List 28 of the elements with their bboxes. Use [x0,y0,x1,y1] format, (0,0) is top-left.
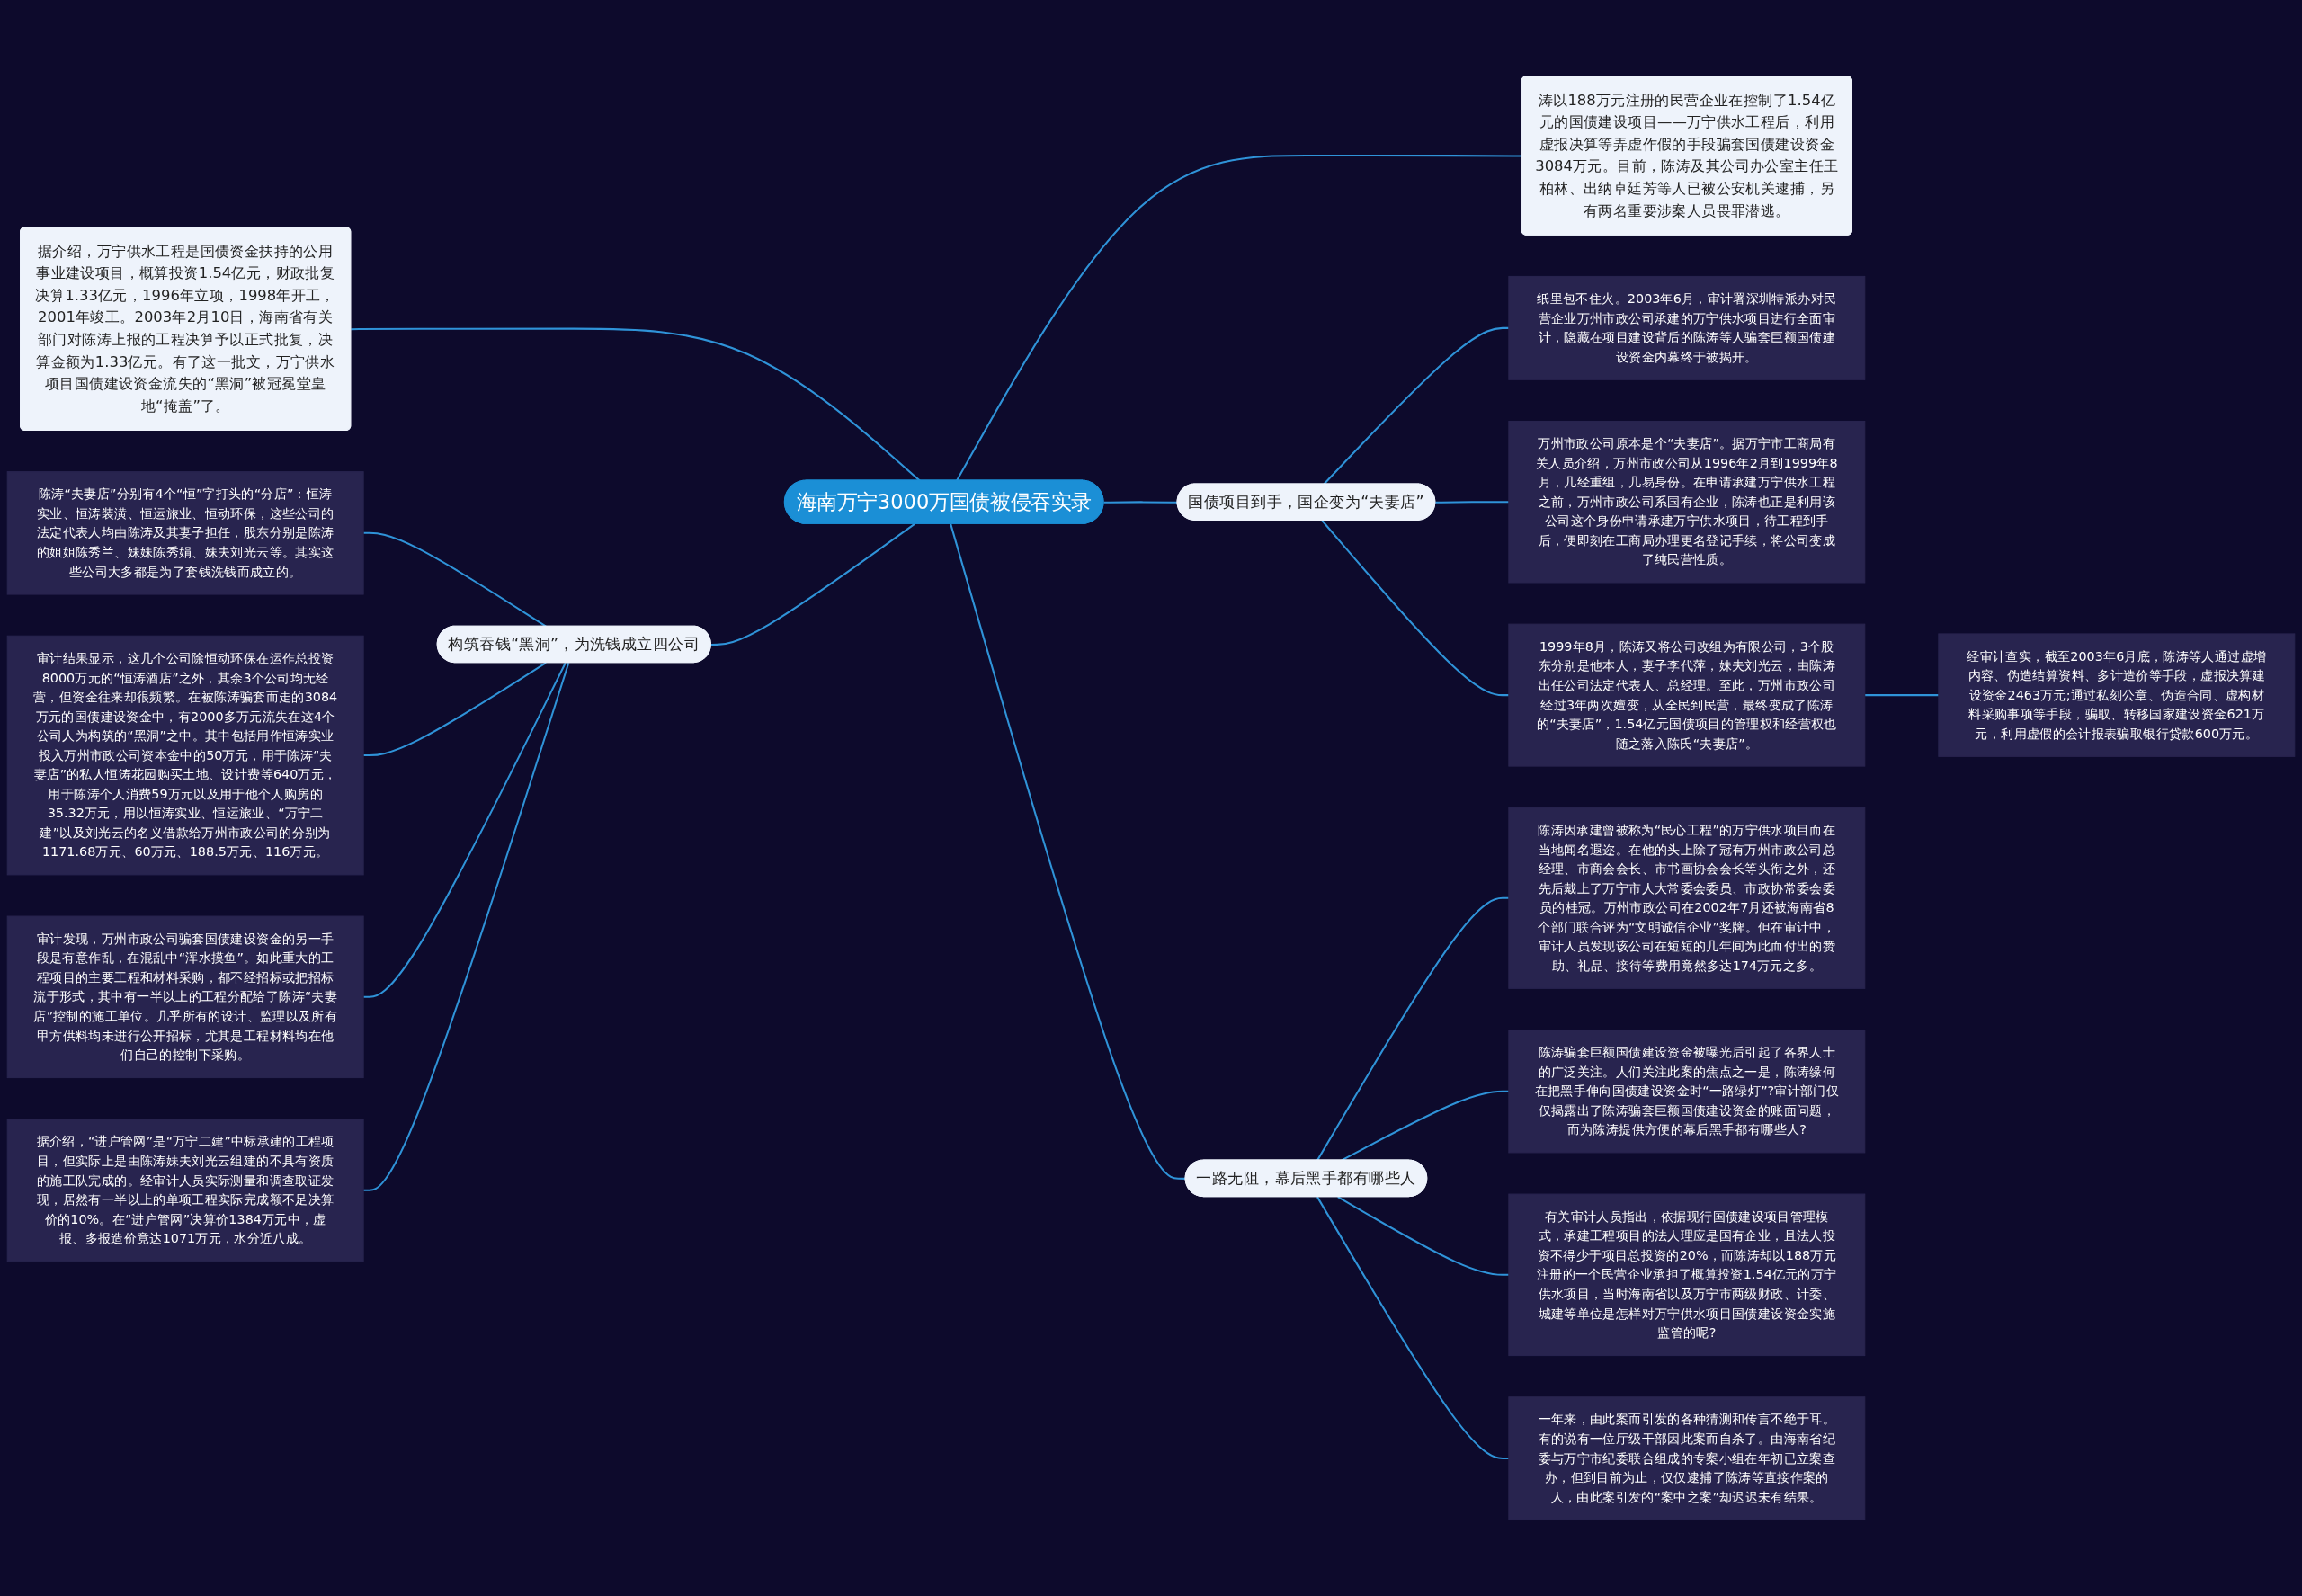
node-box: 据介绍，“进户管网”是“万宁二建”中标承建的工程项目，但实际上是由陈涛妹夫刘光云组建的不具有资质的施工队完成的。经审计人员实际测量和调查取证发现，居然有一半以上的单项工程实际完成额不足决算价的10%。在“进户管网”决算价1384万元中，虚报、多报造价竟达1071万元，水分近八成。 [6,1119,364,1262]
connector [1864,694,1939,697]
connector [363,662,567,998]
connector [1103,501,1178,504]
connector [1316,1196,1509,1459]
node-box: 万州市政公司原本是个“夫妻店”。据万宁市工商局有关人员介绍，万州市政公司从1996年2月到1999年8月，几经重组，几易身份。在申请承建万宁供水工程之前，万州市政公司系国有企业，陈涛也正是利用该公司这个身份申请承建万宁供水项目，待工程到手后，便即刻在工商局办理更名登记手续，将公司变成了纯民营性质。 [1508,420,1866,584]
connector [363,662,547,757]
node-box: 一年来，由此案而引发的各种猜测和传言不绝于耳。有的说有一位厅级干部因此案而自杀了。由海南省纪委与万宁市纪委联合组成的专案小组在年初已立案查办，但到目前为止，仅仅逮捕了陈涛等直接作案的人，由此案引发的“案中之案”却迟迟未有结果。 [1508,1396,1866,1520]
connector [363,662,570,1191]
node-box: 审计结果显示，这几个公司除恒动环保在运作总投资8000万元的“恒涛酒店”之外，其余3个公司均无经营，但资金往来却很频繁。在被陈涛骗套而走的3084万元的国债建设资金中，有2000多万元流失在这4个公司人为构筑的“黑洞”之中。其中包括用作恒涛实业投入万州市政公司资本金中的50万元，用于陈涛“夫妻店”的私人恒涛花园购买土地、设计费等640万元，用于陈涛个人消费59万元以及用于他个人购房的35.32万元，用以恒涛实业、恒运旅业、“万宁二建”以及刘光云的名义借款给万州市政公司的分别为1171.68万元、60万元、188.5万元、116万元。 [6,635,364,876]
node-box: 陈涛因承建曾被称为“民心工程”的万宁供水项目而在当地闻名遐迩。在他的头上除了冠有万州市政公司总经理、市商会会长、市书画协会会长等头衔之外，还先后戴上了万宁市人大常委会委员、市政协常委会委员的桂冠。万州市政公司在2002年7月还被海南省8个部门联合评为“文明诚信企业”奖牌。但在审计中，审计人员发现该公司在短短的几年间为此而付出的赞助、礼品、接待等费用竟然多达174万元之多。 [1508,807,1866,989]
node-box: 经审计查实，截至2003年6月底，陈涛等人通过虚增内容、伪造结算资料、多计造价等手段，虚报决算建设资金2463万元;通过私刻公章、伪造合同、虚构材料采购事项等手段，骗取、转移国家建设资金621万元，利用虚假的会计报表骗取银行贷款600万元。 [1938,633,2296,757]
connector [1337,1196,1509,1276]
connector [1435,501,1509,504]
node-box: 审计发现，万州市政公司骗套国债建设资金的另一手段是有意作乱，在混乱中“浑水摸鱼”。如此重大的工程项目的主要工程和材料采购，都不经招标或把招标流于形式，其中有一半以上的工程分配给了陈涛“夫妻店”控制的施工单位。几乎所有的设计、监理以及所有甲方供料均未进行公开招标，尤其是工程材料均在他们自己的控制下采购。 [6,915,364,1079]
connector [1321,520,1509,697]
node-box: 陈涛“夫妻店”分别有4个“恒”字打头的“分店”：恒涛实业、恒涛装潢、恒运旅业、恒动环保，这些公司的法定代表人均由陈涛及其妻子担任，股东分别是陈涛的姐姐陈秀兰、妹妹陈秀娟、妹夫刘光云等。其实这些公司大多都是为了套钱洗钱而成立的。 [6,471,364,595]
connector [351,327,921,482]
connector [950,523,1186,1180]
connector [710,523,915,646]
node-box: 纸里包不住火。2003年6月，审计署深圳特派办对民营企业万州市政公司承建的万宁供水项目进行全面审计，隐藏在项目建设背后的陈涛等人骗套巨额国债建设资金内幕终于被揭开。 [1508,275,1866,380]
node-box: 1999年8月，陈涛又将公司改组为有限公司，3个股东分别是他本人，妻子李代萍，妹夫刘光云，由陈涛出任公司法定代表人、总经理。至此，万州市政公司经过3年两次嬗变，从全民到民营，最终变成了陈涛的“夫妻店”，1.54亿元国债项目的管理权和经营权也随之落入陈氏“夫妻店”。 [1508,623,1866,767]
connector [1341,1090,1509,1162]
node-box: 有关审计人员指出，依据现行国债建设项目管理模式，承建工程项目的法人理应是国有企业，且法人投资不得少于项目总投资的20%，而陈涛却以188万元注册的一个民营企业承担了概算投资1.54亿元的万宁供水项目，当时海南省以及万宁市两级财政、计委、城建等单位是怎样对万宁供水项目国债建设资金实施监管的呢? [1508,1193,1866,1357]
node-box: 陈涛骗套巨额国债建设资金被曝光后引起了各界人士的广泛关注。人们关注此案的焦点之一是，陈涛缘何在把黑手伸向国债建设资金时“一路绿灯”?审计部门仅仅揭露出了陈涛骗套巨额国债建设资金的账面问题，而为陈涛提供方便的幕后黑手都有哪些人? [1508,1029,1866,1154]
connector [1316,896,1509,1162]
connector [363,531,547,628]
connector [956,155,1522,482]
